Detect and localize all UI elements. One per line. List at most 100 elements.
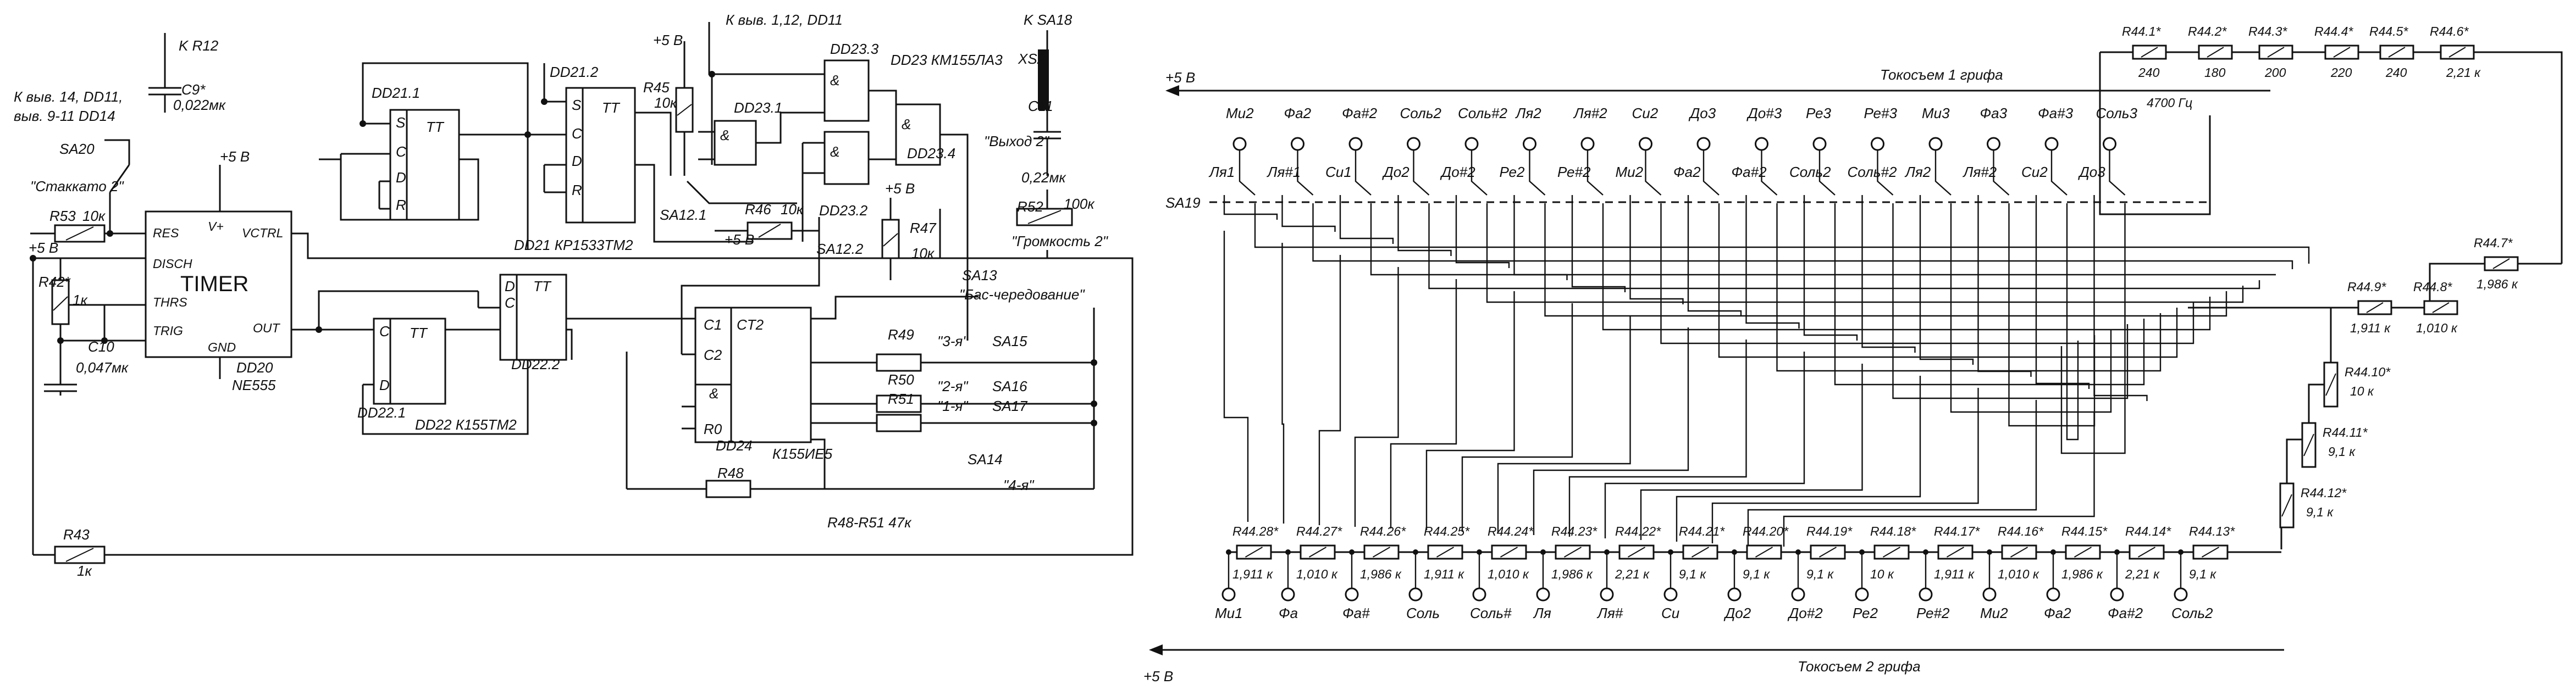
svg-text:C: C bbox=[379, 323, 390, 340]
label-p5b: +5 В bbox=[29, 240, 58, 256]
bottom-res-value: 9,1 к bbox=[1743, 567, 1770, 581]
label-grom: "Громкость 2" bbox=[1011, 233, 1109, 249]
upper-note-label: Ля#2 bbox=[1963, 164, 1997, 180]
label-sa20: SA20 bbox=[59, 141, 95, 157]
upper-note-label: Ля1 bbox=[1208, 164, 1235, 180]
label-r45v: 10к bbox=[654, 94, 678, 111]
svg-text:C: C bbox=[572, 125, 582, 142]
label-p5d: +5 В bbox=[725, 231, 754, 248]
label-dd21t: DD21 КР1533ТМ2 bbox=[514, 237, 633, 253]
label-c9: C9* bbox=[181, 81, 206, 98]
bottom-res-value: 1,010 к bbox=[1998, 567, 2039, 581]
top-res-value: 220 bbox=[2330, 65, 2352, 80]
bottom-resistor-13 bbox=[2001, 544, 2037, 560]
upper-note-label: До2 bbox=[1382, 164, 1410, 180]
svg-text:TT: TT bbox=[533, 278, 552, 294]
top-note-label: Ля2 bbox=[1515, 105, 1542, 121]
label-sa14: SA14 bbox=[968, 451, 1003, 468]
top-note-pin bbox=[1639, 137, 1652, 151]
bottom-note-label: Фа#2 bbox=[2108, 605, 2143, 621]
dd23-4-box bbox=[895, 103, 941, 166]
upper-note-label: Фа#2 bbox=[1732, 164, 1767, 180]
svg-text:&: & bbox=[830, 72, 839, 88]
bottom-res-name: R44.22* bbox=[1615, 524, 1661, 538]
bottom-note-label: Соль bbox=[1406, 605, 1440, 621]
bottom-res-value: 1,911 к bbox=[1424, 567, 1464, 581]
top-resistor-3 bbox=[2258, 44, 2293, 60]
top-note-pin bbox=[2044, 137, 2059, 151]
vert-res-name: R44.11* bbox=[2323, 425, 2368, 439]
top-res-name: R44.5* bbox=[2369, 24, 2408, 38]
bottom-res-value: 1,986 к bbox=[1360, 567, 1402, 581]
top-note-label: Си2 bbox=[1632, 105, 1659, 121]
upper-note-label: Соль2 bbox=[1789, 164, 1831, 180]
bottom-resistor-10 bbox=[1810, 544, 1846, 560]
label-c10: C10 bbox=[88, 338, 114, 355]
timer-box bbox=[145, 210, 292, 358]
label-s2: "2-я" bbox=[937, 378, 969, 394]
dd21-2-box bbox=[565, 87, 636, 224]
label-r50: R50 bbox=[888, 371, 914, 388]
top-resistor-1 bbox=[2132, 44, 2167, 60]
label-sa16: SA16 bbox=[992, 378, 1027, 394]
top-res-name: R44.4* bbox=[2314, 24, 2353, 38]
svg-text:D: D bbox=[396, 169, 406, 186]
tokos1-label: Токосъем 1 грифа bbox=[1880, 66, 2003, 83]
label-basch: "Бас-чередование" bbox=[959, 286, 1085, 303]
bottom-note-pin bbox=[1281, 587, 1295, 602]
top-note-pin bbox=[1348, 137, 1363, 151]
bottom-note-pin bbox=[2174, 587, 2188, 602]
top-note-pin bbox=[2103, 137, 2116, 151]
upper-note-label: Ре#2 bbox=[1557, 164, 1591, 180]
svg-text:&: & bbox=[720, 127, 729, 143]
label-p5e: +5 В bbox=[885, 180, 915, 197]
bottom-res-value: 1,911 к bbox=[1232, 567, 1273, 581]
bottom-res-name: R44.24* bbox=[1488, 524, 1534, 538]
svg-text:&: & bbox=[709, 385, 718, 402]
timer-title: TIMER bbox=[180, 272, 248, 296]
upper-note-label: Си1 bbox=[1325, 164, 1352, 180]
bottom-res-value: 2,21 к bbox=[1615, 567, 1650, 581]
top-resistor-5 bbox=[2379, 44, 2414, 60]
label-r53: R53 bbox=[49, 208, 76, 224]
label-r42: R42* bbox=[38, 274, 71, 290]
upper-note-label: Ми2 bbox=[1616, 164, 1644, 180]
svg-text:C: C bbox=[396, 143, 406, 160]
bottom-note-label: До2 bbox=[1723, 605, 1751, 621]
label-r43v: 1к bbox=[77, 563, 92, 579]
bottom-note-label: Соль# bbox=[1470, 605, 1512, 621]
bottom-res-value: 1,986 к bbox=[1551, 567, 1593, 581]
label-c10v: 0,047мк bbox=[76, 359, 129, 376]
bottom-res-value: 10 к bbox=[1870, 567, 1894, 581]
bottom-note-pin bbox=[2110, 587, 2124, 602]
upper-note-label: Ля2 bbox=[1904, 164, 1931, 180]
bottom-resistor-14 bbox=[2065, 544, 2101, 560]
top-note-label: Фа#2 bbox=[1342, 105, 1378, 121]
label-dd234: DD23.4 bbox=[907, 145, 955, 162]
timer-pin-disch: DISCH bbox=[153, 257, 192, 271]
bottom-res-name: R44.20* bbox=[1743, 524, 1789, 538]
timer-pin-vctrl: VCTRL bbox=[242, 226, 283, 240]
bottom-res-name: R44.17* bbox=[1934, 524, 1980, 538]
label-r46v: 10к bbox=[781, 201, 804, 218]
bottom-resistor-4 bbox=[1427, 544, 1463, 560]
label-c11: C11 bbox=[1028, 98, 1053, 114]
top-note-pin bbox=[1523, 137, 1536, 151]
mid-res-value: 1,911 к bbox=[2350, 321, 2391, 335]
label-dd212: DD21.2 bbox=[550, 64, 599, 80]
timer-pin-gnd: GND bbox=[208, 340, 236, 354]
top-note-pin bbox=[1232, 137, 1247, 151]
svg-text:R: R bbox=[396, 197, 406, 213]
top-note-pin bbox=[1928, 137, 1943, 151]
top-note-label: До#3 bbox=[1746, 105, 1782, 121]
bottom-resistor-8 bbox=[1682, 544, 1718, 560]
bottom-note-label: Ре2 bbox=[1853, 605, 1878, 621]
bottom-resistor-11 bbox=[1873, 544, 1910, 560]
label-s1: "1-я" bbox=[937, 398, 969, 414]
bottom-note-label: Соль2 bbox=[2171, 605, 2213, 621]
label-dd222: DD22.2 bbox=[511, 356, 560, 372]
bottom-resistor-15 bbox=[2129, 544, 2165, 560]
dd23-2-box bbox=[823, 131, 870, 185]
top-note-label: Ми2 bbox=[1226, 105, 1254, 121]
top-note-label: Соль3 bbox=[2096, 105, 2138, 121]
